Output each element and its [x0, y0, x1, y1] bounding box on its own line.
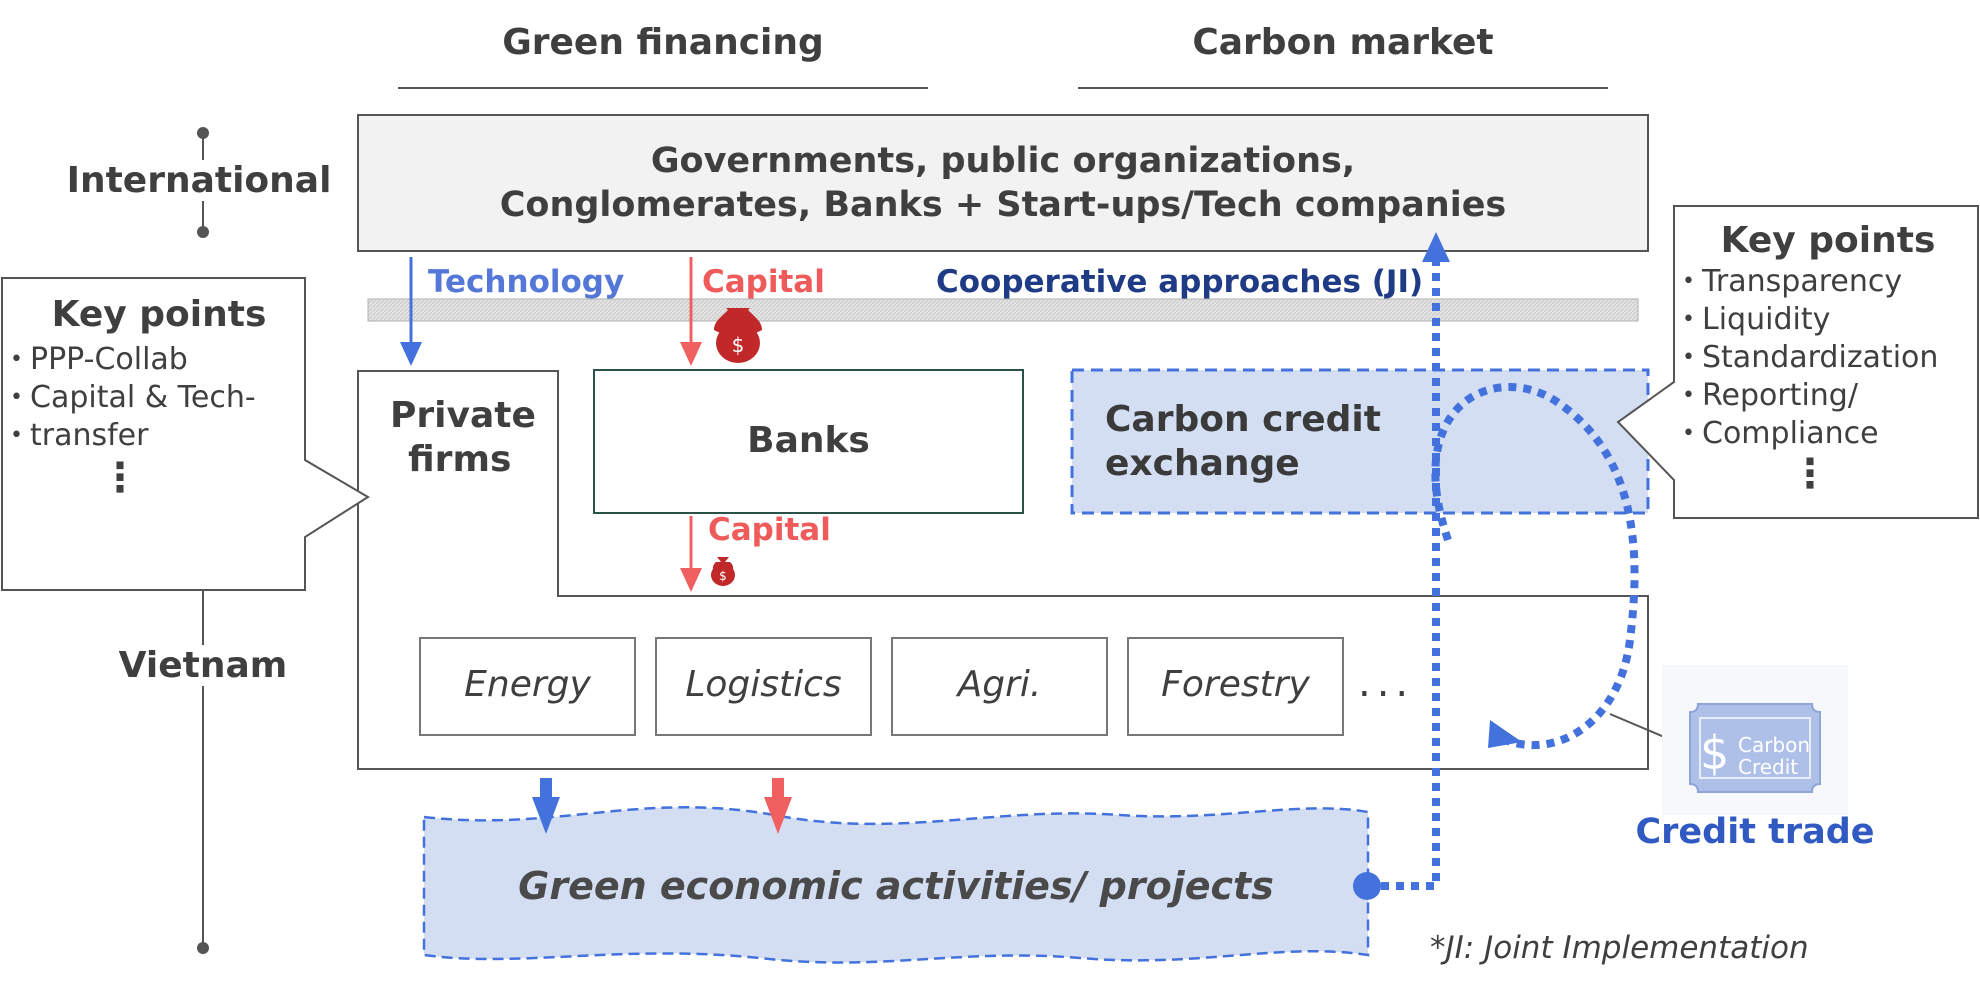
credit-trade-loop	[1431, 383, 1639, 749]
international-actors-text: Governments, public organizations, Congl…	[358, 139, 1648, 227]
svg-text:$: $	[719, 569, 727, 583]
capital-arrowhead-top	[680, 342, 702, 366]
sector-box-agri	[891, 637, 1108, 736]
tech-down-arrowhead	[532, 797, 560, 834]
carbon-credit-badge-icon	[1662, 665, 1848, 815]
level-axis-dot	[197, 942, 209, 954]
level-axis-dot	[197, 226, 209, 238]
key-point-left-continuation-text: transfer	[30, 418, 149, 453]
carbon-exchange-line2: exchange	[1105, 443, 1300, 484]
key-points-left: Key points PPP-Collab Capital & Tech- tr…	[10, 294, 308, 501]
carbon-credit-badge-line1: Carbon	[1738, 733, 1811, 757]
carbon-credit-dollar-icon: $	[1700, 726, 1730, 780]
carbon-exchange-box	[1070, 368, 1650, 515]
level-axis-dot	[197, 127, 209, 139]
cooperative-approaches-label: Cooperative approaches (JI)	[936, 264, 1424, 300]
money-bag-icon: $	[714, 308, 762, 363]
banks-label: Banks	[747, 420, 870, 461]
key-points-right-title: Key points	[1720, 220, 1936, 261]
capital-down-arrowhead	[764, 797, 792, 834]
key-points-left-more: ⋮	[100, 455, 140, 501]
credit-trade-loop-arrowhead	[1488, 720, 1522, 748]
key-points-left-list: PPP-Collab Capital & Tech- transfer	[10, 341, 308, 455]
sector-box-logistics	[655, 637, 872, 736]
green-projects-label: Green economic activities/ projects	[518, 864, 1274, 908]
technology-label: Technology	[428, 264, 625, 300]
tech-down-arrow-shaft	[540, 778, 552, 800]
carbon-market-header: Carbon market	[1192, 22, 1494, 63]
key-points-right: Key points Transparency Liquidity Standa…	[1682, 220, 1974, 497]
key-points-right-list: Transparency Liquidity Standardization R…	[1682, 263, 1974, 453]
sector-energy: Energy	[464, 664, 591, 705]
money-bag-small-icon: $	[711, 557, 735, 586]
carbon-credit-badge-line2: Credit	[1738, 755, 1799, 779]
key-point-right-item: Liquidity	[1682, 301, 1974, 339]
key-point-left-continuation: transfer	[10, 417, 308, 455]
green-projects-banner	[422, 806, 1370, 964]
credit-source-dot	[1353, 872, 1381, 900]
key-point-right-item: Standardization	[1682, 339, 1974, 377]
credit-path-arrowhead	[1422, 232, 1450, 262]
sector-box-energy	[419, 637, 636, 736]
svg-text:$: $	[732, 333, 745, 357]
key-point-left-item: Capital & Tech-	[10, 379, 308, 417]
sector-forestry: Forestry	[1161, 664, 1310, 705]
technology-arrowhead	[400, 342, 422, 366]
carbon-exchange-label: Carbon credit exchange	[1105, 398, 1381, 486]
international-actors-line1: Governments, public organizations,	[650, 141, 1356, 181]
key-points-right-more: ⋮	[1790, 451, 1830, 497]
green-financing-header: Green financing	[502, 22, 824, 63]
capital-arrowhead-bottom	[680, 568, 702, 592]
carbon-credit-badge-text: Carbon Credit	[1738, 734, 1810, 778]
level-label-international: International	[64, 160, 334, 201]
carbon-exchange-line1: Carbon credit	[1105, 399, 1381, 440]
sector-box-forestry	[1127, 637, 1344, 736]
level-label-vietnam: Vietnam	[114, 645, 292, 686]
key-points-left-title: Key points	[51, 294, 267, 335]
key-point-right-continuation-text: Compliance	[1702, 416, 1879, 451]
sector-agri: Agri.	[957, 664, 1042, 705]
capital-down-arrow-shaft	[772, 778, 784, 800]
footnote: *JI: Joint Implementation	[1430, 930, 1809, 966]
credit-path-dotted	[1381, 260, 1440, 890]
private-firms-label: Private firms	[390, 394, 536, 482]
key-point-right-item: Reporting/	[1682, 377, 1974, 415]
cooperation-band	[367, 298, 1639, 322]
sector-logistics: Logistics	[685, 664, 842, 705]
international-actors-line2: Conglomerates, Banks + Start-ups/Tech co…	[499, 185, 1507, 225]
private-firms-line2: firms	[408, 439, 512, 480]
credit-trade-label: Credit trade	[1635, 812, 1875, 852]
sector-more: ...	[1358, 660, 1415, 706]
private-firms-line1: Private	[390, 395, 536, 436]
key-point-right-item: Transparency	[1682, 263, 1974, 301]
key-point-left-item: PPP-Collab	[10, 341, 308, 379]
capital-label-bottom: Capital	[708, 512, 831, 548]
capital-label-top: Capital	[702, 264, 825, 300]
banks-box	[593, 369, 1024, 514]
international-box	[357, 114, 1649, 252]
key-point-right-continuation: Compliance	[1682, 415, 1974, 453]
